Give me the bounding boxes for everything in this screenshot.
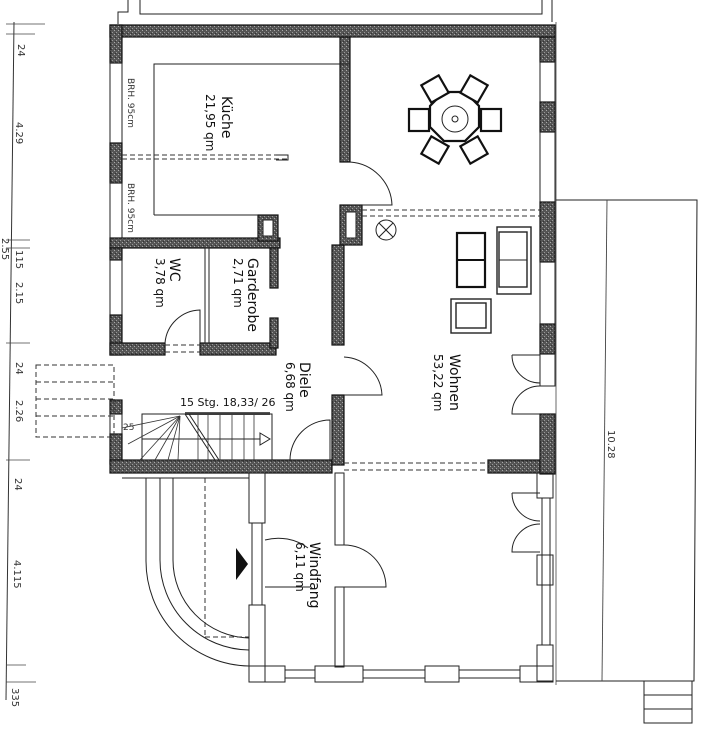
door-kueche[interactable] <box>349 161 393 206</box>
dim-2-15: 2.15 <box>13 282 24 304</box>
window-note-2: BRH. 95cm <box>125 183 135 233</box>
room-name-wohnen: Wohnen <box>446 354 462 411</box>
terrace-door-lower[interactable] <box>511 492 541 553</box>
dim-335: 335 <box>9 688 20 707</box>
loveseat-icon <box>496 226 532 295</box>
room-wc: WC 3,78 qm <box>153 258 201 353</box>
entrance-arrow-icon <box>236 548 248 580</box>
dining-table-icon <box>407 73 503 166</box>
door-wc[interactable] <box>164 309 201 344</box>
room-name-garderobe: Garderobe <box>244 258 260 332</box>
room-area-windfang: 6,11 qm <box>293 542 307 592</box>
dim-24-top: 24 <box>15 44 26 57</box>
sofa-icon <box>455 231 487 289</box>
dim-24-mid: 24 <box>13 362 24 375</box>
ceiling-light-icon <box>375 219 397 241</box>
dim-2-55: 2.55 <box>0 238 10 260</box>
dim-10-28: 10.28 <box>605 430 616 459</box>
room-windfang: Windfang 6,11 qm <box>236 537 322 608</box>
door-windfang-living[interactable] <box>343 544 387 588</box>
stairs-step-note: 25 <box>123 423 134 433</box>
room-area-kueche: 21,95 qm <box>203 94 217 151</box>
staircase: 15 Stg. 18,33/ 26 25 <box>121 396 275 461</box>
entrance-door[interactable] <box>264 537 309 549</box>
room-area-garderobe: 2,71 qm <box>231 258 245 308</box>
room-area-wohnen: 53,22 qm <box>431 354 445 411</box>
room-name-kueche: Küche <box>218 96 234 139</box>
room-area-wc: 3,78 qm <box>153 258 167 308</box>
walls <box>109 22 557 685</box>
terrace-steps <box>643 680 693 724</box>
room-name-wc: WC <box>166 258 182 282</box>
terrace-door-upper[interactable] <box>511 354 541 415</box>
dim-2-26: 2.26 <box>13 400 24 422</box>
left-dimension-chain: 24 4.29 2.55 115 2.15 24 2.26 24 4.115 3… <box>0 21 45 707</box>
top-balcony-outline <box>117 0 553 24</box>
room-garderobe: Garderobe 2,71 qm <box>231 258 260 332</box>
door-diele-living[interactable] <box>343 356 383 396</box>
room-diele: Diele 6,68 qm <box>283 356 383 461</box>
room-area-diele: 6,68 qm <box>283 362 297 412</box>
dim-4-29: 4.29 <box>13 122 24 144</box>
room-name-diele: Diele <box>296 362 312 398</box>
dim-4-115: 4.115 <box>11 560 22 589</box>
dim-24-low: 24 <box>12 478 23 491</box>
entrance-ramp <box>122 477 250 667</box>
door-diele-windfang[interactable] <box>289 419 331 461</box>
stairs-label: 15 Stg. 18,33/ 26 <box>180 396 275 409</box>
terrace: 10.28 <box>556 199 698 724</box>
room-kueche: BRH. 95cm BRH. 95cm Küche 21,95 qm <box>122 63 350 233</box>
armchair-icon <box>450 298 492 334</box>
room-name-windfang: Windfang <box>306 542 322 608</box>
exterior-steps-left <box>35 364 115 438</box>
room-wohnen: Wohnen 53,22 qm <box>343 73 541 588</box>
dim-115: 115 <box>13 250 24 269</box>
window-note-1: BRH. 95cm <box>125 78 135 128</box>
